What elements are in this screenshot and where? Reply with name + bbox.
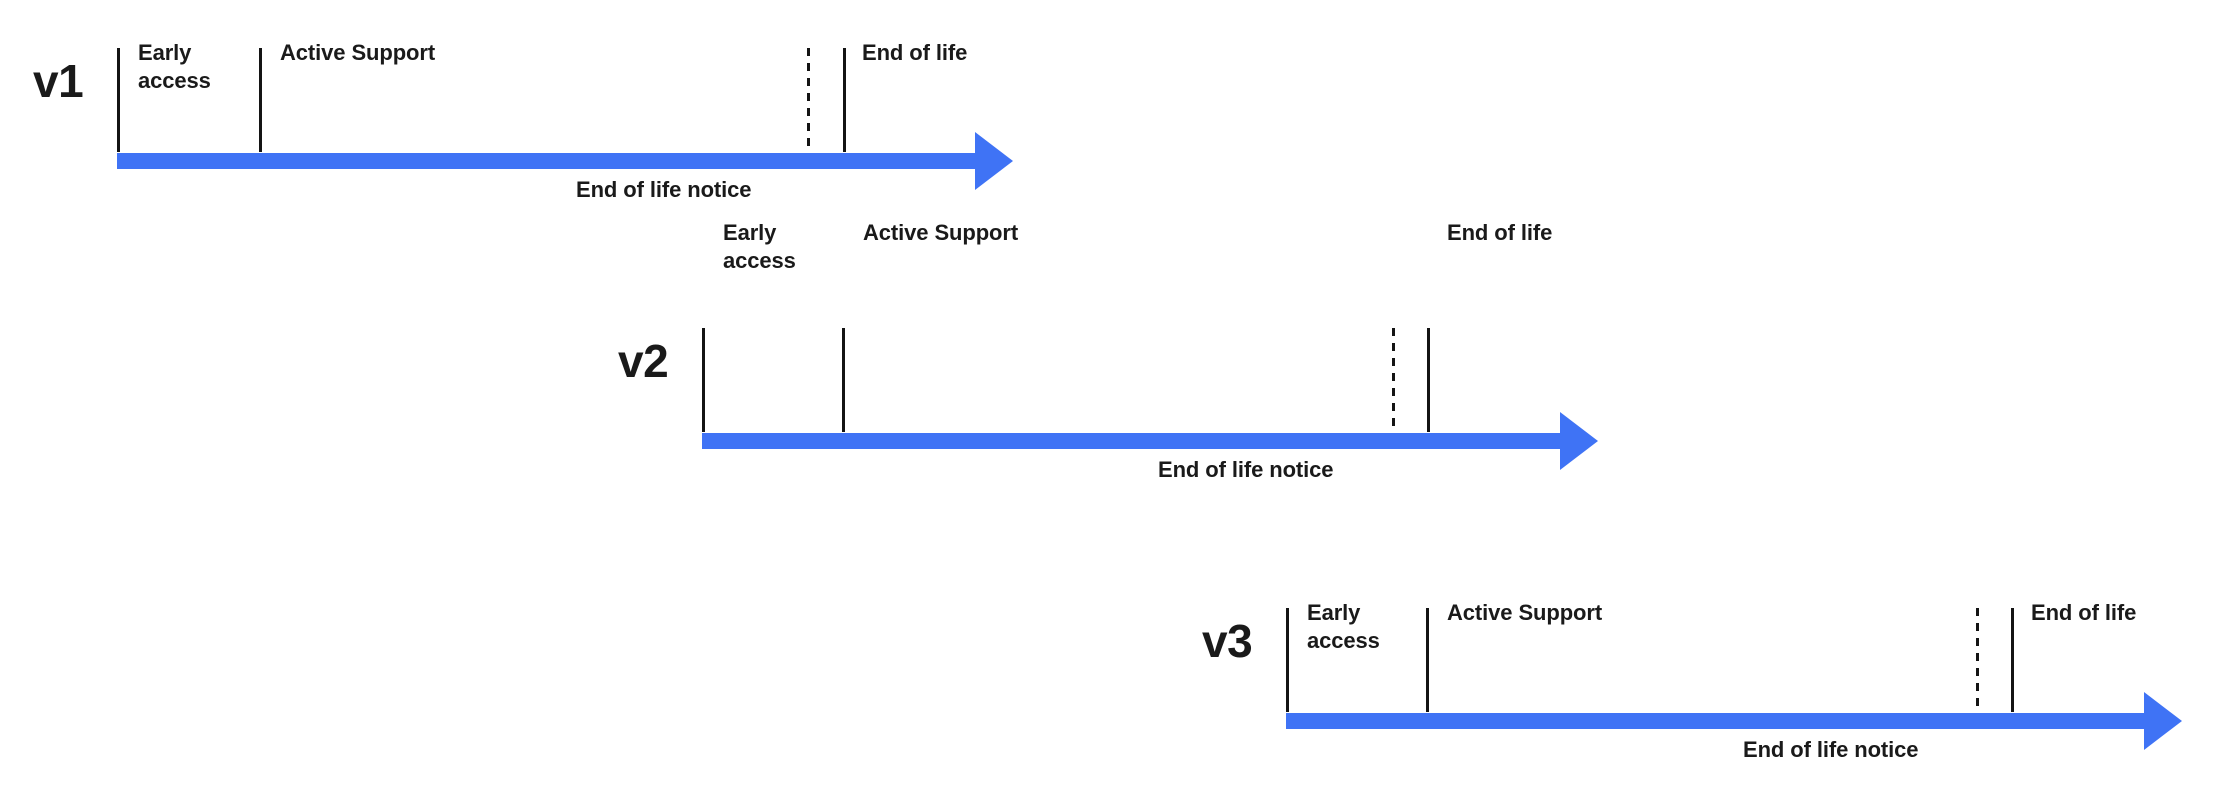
phase-label-end-of-life-v2: End of life [1447,220,1553,245]
phase-tick-end-of-life-v3 [2011,608,2014,712]
phase-tick-start-v3 [1286,608,1289,712]
phase-tick-eol-notice-v1 [807,48,810,152]
phase-label-early-access-v1: Early access [138,40,211,93]
phase-tick-eol-notice-v3 [1976,608,1979,712]
lifecycle-arrow-head-v3 [2144,692,2182,750]
lifecycle-arrow-shaft-v2 [702,433,1574,449]
phase-tick-eol-notice-v2 [1392,328,1395,432]
lifecycle-arrow-head-v1 [975,132,1013,190]
version-label-v3: v3 [1202,615,1253,667]
phase-label-active-support-v2: Active Support [863,220,1019,245]
version-label-v1: v1 [33,55,84,107]
phase-tick-active-support-v3 [1426,608,1429,712]
lifecycle-arrow-head-v2 [1560,412,1598,470]
phase-tick-end-of-life-v1 [843,48,846,152]
notice-label-v1: End of life notice [576,177,752,202]
phase-label-end-of-life-v1: End of life [862,40,968,65]
phase-label-active-support-v1: Active Support [280,40,436,65]
phase-tick-end-of-life-v2 [1427,328,1430,432]
phase-label-end-of-life-v3: End of life [2031,600,2137,625]
phase-tick-active-support-v2 [842,328,845,432]
phase-tick-start-v1 [117,48,120,152]
lifecycle-arrow-shaft-v1 [117,153,989,169]
notice-label-v3: End of life notice [1743,737,1919,762]
phase-tick-active-support-v1 [259,48,262,152]
phase-tick-start-v2 [702,328,705,432]
phase-label-active-support-v3: Active Support [1447,600,1603,625]
phase-label-early-access-v2: Early access [723,220,796,273]
notice-label-v2: End of life notice [1158,457,1334,482]
version-label-v2: v2 [618,335,669,387]
phase-label-early-access-v3: Early access [1307,600,1380,653]
lifecycle-arrow-shaft-v3 [1286,713,2158,729]
